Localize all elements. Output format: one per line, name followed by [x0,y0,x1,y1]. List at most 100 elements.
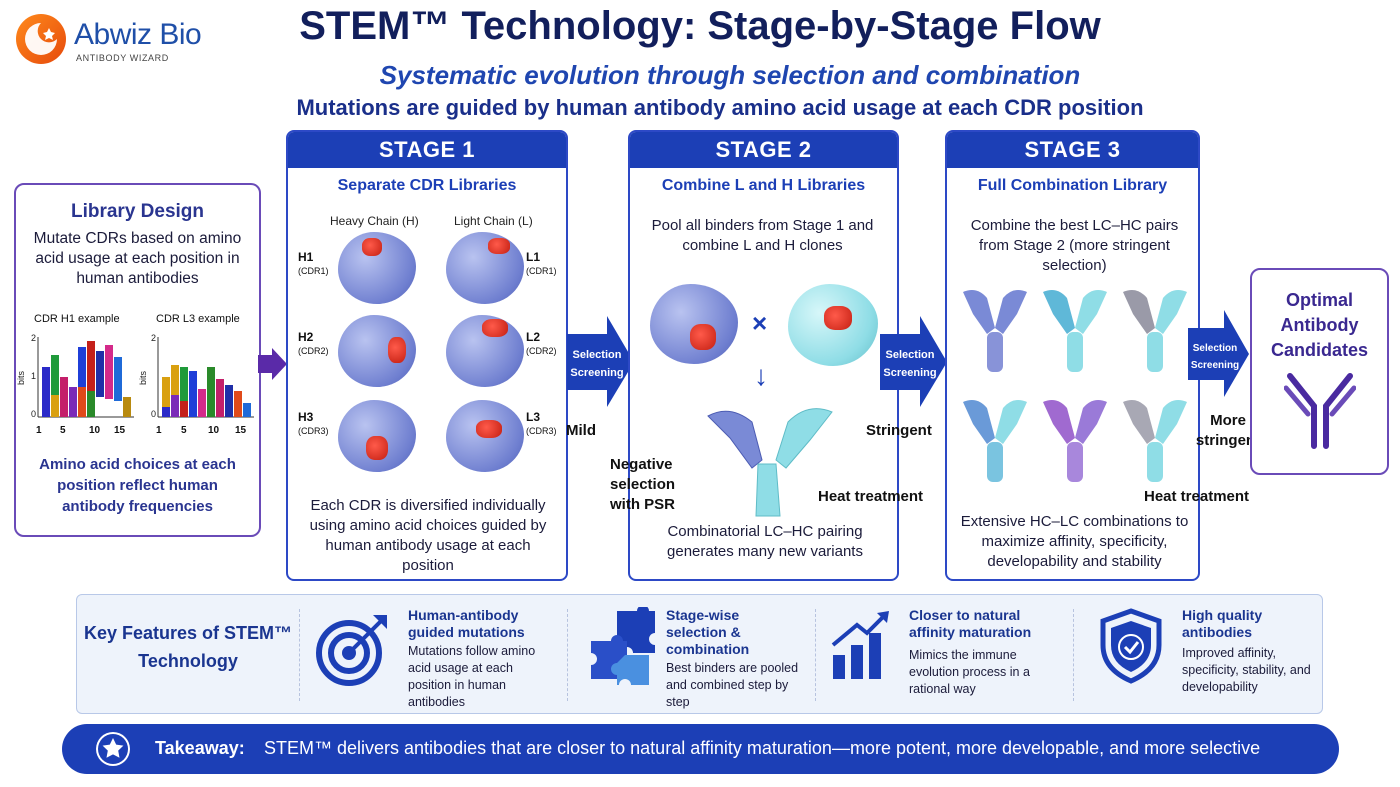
target-icon [316,615,387,686]
paired-antibody-icon [707,408,833,517]
selection-arrow-1-icon: Selection Screening [567,316,634,407]
cdr-h2-label: H2(CDR2) [298,330,329,356]
star-badge-icon [96,732,130,766]
stage2-text: Pool all binders from Stage 1 and combin… [651,217,874,254]
screening-label: Screening [1191,360,1239,371]
feature-2-body: Best binders are pooled and combined ste… [666,661,799,709]
stringent-label: Stringent [866,422,932,439]
x-tick: 5 [60,425,66,436]
heavy-chain-protein-icon [650,284,738,364]
cdr-h1-example-label: CDR H1 example [34,313,120,325]
sequence-logos: 2 1 0 bits 1 5 10 15 2 0 [16,333,254,436]
logo-name: Abwiz Bio [74,18,202,51]
logo-mark-icon [16,14,66,64]
protein-h1-icon [338,232,416,304]
feature-2-heading: Stage-wise selection & combination [666,607,750,657]
x-tick: 1 [156,425,162,436]
stage3-header: STAGE 3 [947,132,1198,168]
antibody-combination-grid [963,290,1187,482]
x-tick: 15 [114,425,126,436]
stage2-bottom-text: Combinatorial LC–HC pairing generates ma… [667,523,863,560]
x-tick: 10 [89,425,101,436]
optimal-candidates-title: Optimal Antibody Candidates [1270,290,1369,360]
antibody-icon [1043,290,1107,372]
feature-4-body: Improved affinity, specificity, stabilit… [1182,646,1311,694]
takeaway-banner: Takeaway: STEM™ delivers antibodies that… [62,724,1339,774]
y-tick: 2 [31,333,36,343]
mild-label: Mild [566,422,596,439]
x-tick: 10 [208,425,220,436]
key-features-panel: Key Features of STEM™ Technology Human-a… [76,594,1323,714]
feature-1-heading: Human-antibody guided mutations [408,607,525,640]
antibody-icon [1123,290,1187,372]
cdr-h3-label: H3(CDR3) [298,410,329,436]
light-chain-protein-icon [788,284,878,366]
library-design-title: Library Design [70,201,205,222]
stage1-subtitle: Separate CDR Libraries [337,177,517,194]
stage3-text: Combine the best LC–HC pairs from Stage … [970,217,1179,274]
company-logo: Abwiz Bio ANTIBODY WIZARD [16,12,226,68]
selection-arrow-3-icon: Selection Screening [1188,310,1249,397]
selection-label: Selection [1193,343,1237,354]
antibody-icon [1043,400,1107,482]
antibody-icon [963,290,1027,372]
x-tick: 15 [235,425,247,436]
protein-h2-icon [338,315,416,387]
stage2-heat-label: Heat treatment [818,488,924,505]
feature-1-body: Mutations follow amino acid usage at eac… [408,644,536,709]
library-design-footer: Amino acid choices at each position refl… [39,456,236,515]
feature-3-heading: Closer to natural affinity maturation [909,607,1032,640]
divider [1073,609,1074,701]
protein-l2-icon [446,315,524,387]
page-subtitle: Systematic evolution through selection a… [379,60,1081,90]
selection-label: Selection [573,349,622,361]
library-design-panel: Library Design Mutate CDRs based on amin… [14,183,261,537]
optimal-candidates-panel: Optimal Antibody Candidates [1250,268,1389,475]
stage3-bottom-text: Extensive HC–LC combinations to maximize… [960,513,1189,570]
divider [567,609,568,701]
protein-l3-icon [446,400,524,472]
sequence-logo-l3: 2 0 bits 1 5 10 15 [138,333,254,436]
y-tick: 0 [151,409,156,419]
cdr-h1-label: H1(CDR1) [298,250,329,276]
logo-tagline: ANTIBODY WIZARD [76,53,169,63]
y-axis-label: bits [16,370,26,385]
library-design-text: Mutate CDRs based on amino acid usage at… [33,230,242,287]
cdr-l2-label: L2(CDR2) [526,330,557,356]
growth-chart-icon [831,611,889,679]
more-stringent-label: More stringent [1195,412,1261,449]
stage2-subtitle: Combine L and H Libraries [661,177,866,194]
guide-statement: Mutations are guided by human antibody a… [296,95,1144,120]
takeaway-label: Takeaway: [155,738,245,758]
light-chain-label: Light Chain (L) [454,214,533,228]
sequence-logo-h1: 2 1 0 bits 1 5 10 15 [16,333,134,436]
stage2-header: STAGE 2 [630,132,897,168]
y-tick: 0 [31,409,36,419]
cdr-l3-label: L3(CDR3) [526,410,557,436]
puzzle-icon [591,607,655,685]
negative-selection-label: Negative selection with PSR [610,456,676,513]
stage1-header: STAGE 1 [288,132,566,168]
stage3-panel: STAGE 3 Full Combination Library Combine… [945,130,1200,581]
stage3-heat-label: Heat treatment [1144,488,1250,505]
y-axis-label: bits [138,370,148,385]
antibody-icon [1123,400,1187,482]
screening-label: Screening [883,367,936,379]
key-features-title: Key Features of STEM™ Technology [83,623,293,671]
cdr-l3-example-label: CDR L3 example [156,313,240,325]
shield-check-icon [1100,608,1162,684]
selection-arrow-2-icon: Selection Screening [880,316,947,407]
divider [815,609,816,701]
cdr-l1-label: L1(CDR1) [526,250,557,276]
page-title: STEM™ Technology: Stage-by-Stage Flow [299,4,1101,48]
screening-label: Screening [570,367,623,379]
combine-times-icon: × [752,308,768,338]
antibody-y-icon [1284,373,1356,449]
stage3-subtitle: Full Combination Library [977,177,1168,194]
x-tick: 5 [181,425,187,436]
takeaway-text: STEM™ delivers antibodies that are close… [264,738,1261,758]
y-tick: 2 [151,333,156,343]
divider [299,609,300,701]
stage2-panel: STAGE 2 Combine L and H Libraries Pool a… [628,130,899,581]
feature-3-body: Mimics the immune evolution process in a… [909,648,1030,696]
